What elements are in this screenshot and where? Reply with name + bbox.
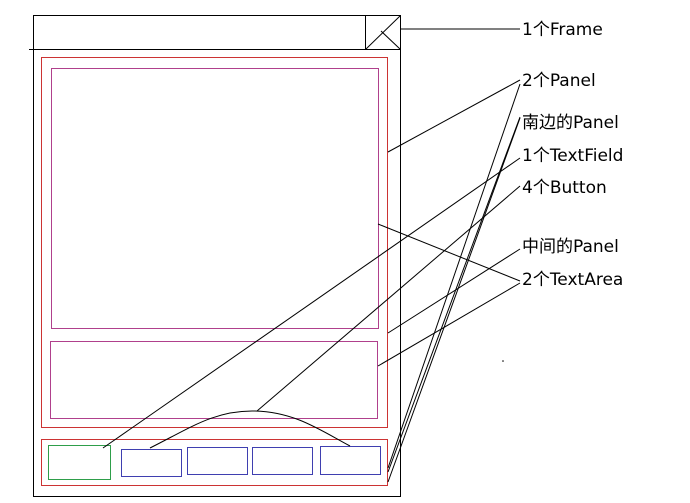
frame-outline bbox=[33, 15, 401, 497]
leader-textarea-bottom bbox=[377, 282, 521, 367]
leader-center-panel bbox=[387, 248, 521, 334]
button-box-1 bbox=[121, 449, 182, 477]
leader-textfield bbox=[102, 157, 521, 449]
close-icon bbox=[365, 15, 401, 50]
button-box-4 bbox=[320, 446, 381, 475]
stray-dot bbox=[502, 360, 504, 362]
label-south-panel: 南边的Panel bbox=[522, 113, 619, 133]
labels: 1个Frame 2个Panel 南边的Panel 1个TextField 4个B… bbox=[522, 20, 623, 290]
label-two-panels: 2个Panel bbox=[522, 71, 596, 91]
label-buttons: 4个Button bbox=[522, 178, 607, 198]
text-area-bottom bbox=[50, 341, 378, 419]
center-panel bbox=[41, 57, 388, 428]
button-box-2 bbox=[187, 447, 248, 475]
center-panel-group bbox=[41, 57, 388, 428]
label-frame: 1个Frame bbox=[522, 20, 603, 40]
south-panel-group bbox=[41, 439, 388, 486]
leader-south-panel-2 bbox=[387, 117, 521, 483]
leader-buttons bbox=[256, 185, 521, 412]
label-center-panel: 中间的Panel bbox=[522, 237, 619, 257]
text-area-top bbox=[51, 68, 379, 329]
leader-lines bbox=[102, 28, 521, 483]
label-textareas: 2个TextArea bbox=[522, 270, 623, 290]
close-box bbox=[365, 15, 401, 50]
button-box-3 bbox=[252, 447, 313, 475]
south-panel bbox=[41, 439, 388, 486]
frame-window bbox=[29, 15, 401, 497]
leader-panel-center bbox=[387, 79, 521, 153]
leader-south-panel-1 bbox=[387, 116, 521, 473]
leader-panel-south-a bbox=[387, 83, 521, 469]
leader-textarea-top bbox=[377, 223, 521, 282]
text-field-box bbox=[48, 445, 111, 480]
label-textfield: 1个TextField bbox=[522, 146, 623, 166]
buttons-brace-arc bbox=[149, 410, 351, 449]
